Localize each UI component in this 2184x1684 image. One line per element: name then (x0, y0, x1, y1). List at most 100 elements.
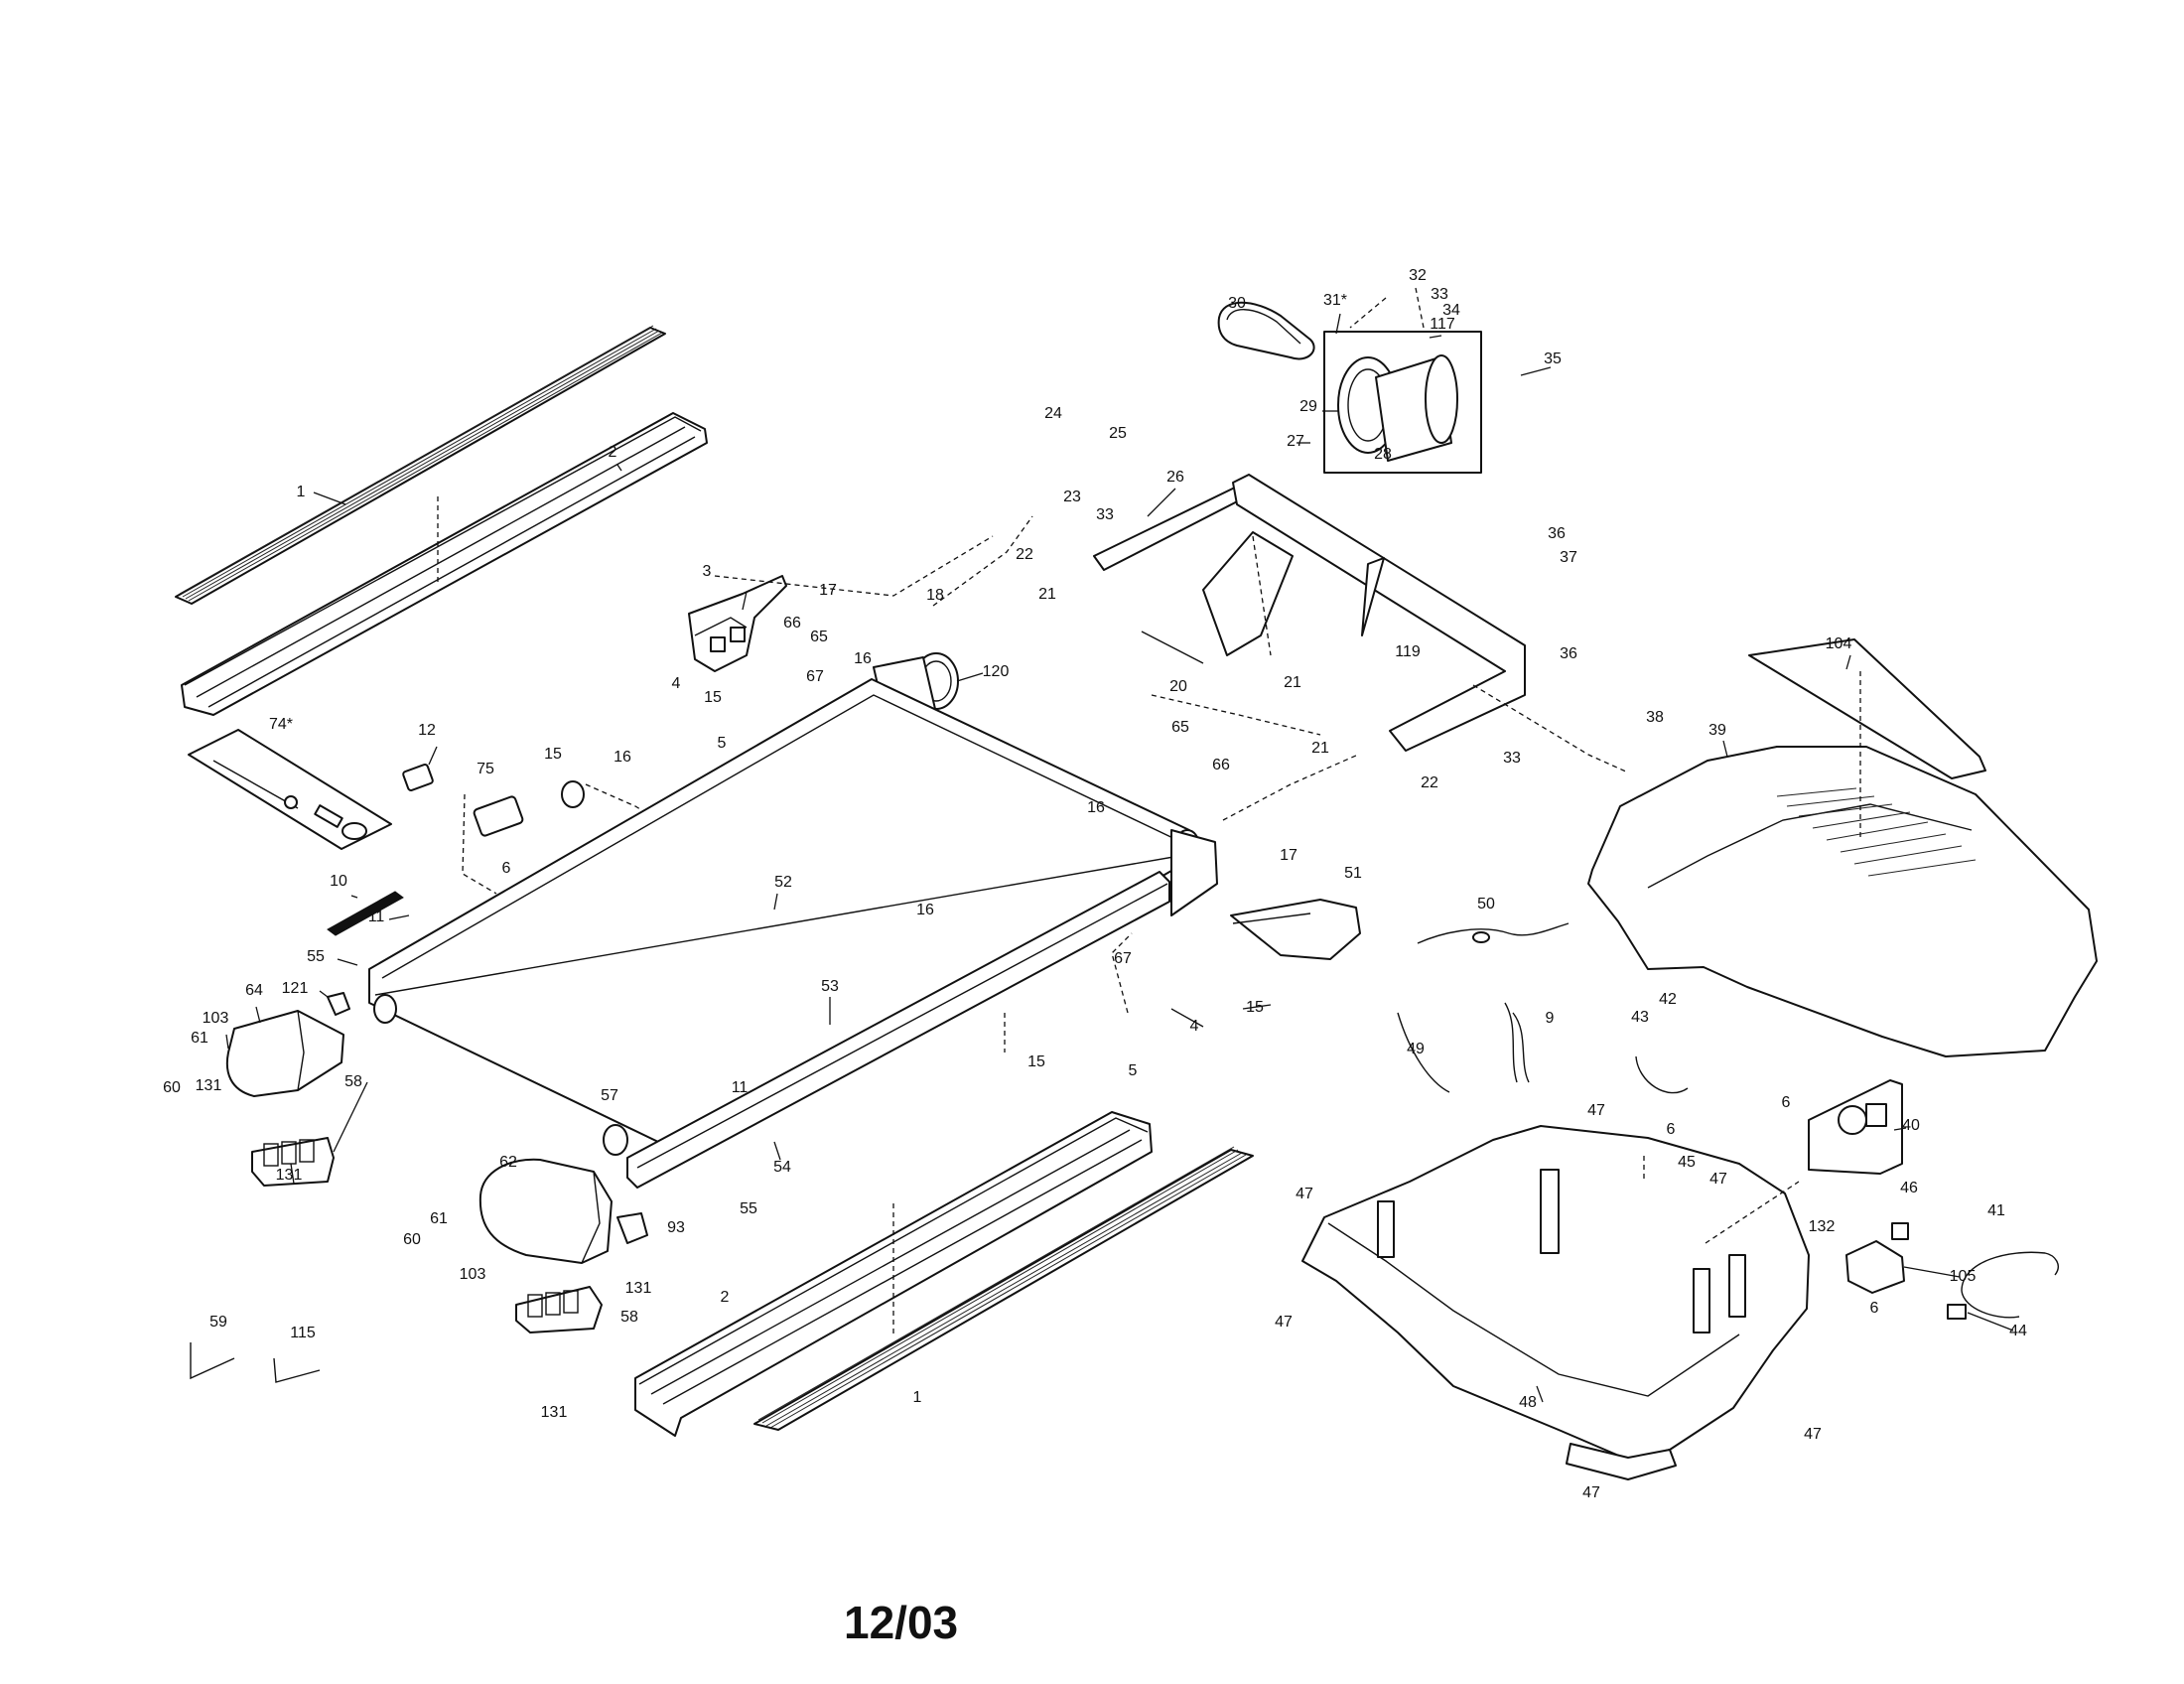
callout-c2a: 2 (609, 444, 617, 461)
callout-c47d: 47 (1275, 1314, 1293, 1331)
callout-c16d: 16 (1087, 799, 1105, 816)
callout-c27: 27 (1287, 433, 1304, 450)
part-foot-58-left (251, 1137, 335, 1187)
callout-c40: 40 (1902, 1117, 1920, 1134)
callout-c21c: 21 (1311, 740, 1329, 757)
part-circuit-board-105 (1845, 1222, 1909, 1294)
part-rear-roller-end (373, 994, 397, 1024)
callout-c131d: 131 (541, 1404, 568, 1421)
callout-c15a: 15 (544, 746, 562, 763)
callout-c21a: 21 (1038, 586, 1056, 603)
callout-c121: 121 (282, 980, 309, 997)
callout-c67a: 67 (806, 668, 824, 685)
callout-c103b: 103 (460, 1266, 486, 1283)
callout-c75: 75 (477, 761, 494, 777)
callout-c66a: 66 (783, 615, 801, 632)
callout-c62: 62 (499, 1154, 517, 1171)
callout-c33c: 33 (1503, 750, 1521, 767)
callout-c47a: 47 (1587, 1102, 1605, 1119)
callout-c119: 119 (1395, 643, 1421, 660)
part-endcap-62 (478, 1158, 648, 1264)
callout-c30: 30 (1228, 295, 1246, 312)
leader-lines (225, 313, 2014, 1403)
callout-c22a: 22 (1016, 546, 1033, 563)
callout-c31: 31* (1323, 292, 1347, 309)
callout-c15b: 15 (704, 689, 722, 706)
callout-c51: 51 (1344, 865, 1362, 882)
callout-c33a: 33 (1096, 506, 1114, 523)
callout-c15d: 15 (1027, 1053, 1045, 1070)
part-endcap-64 (225, 992, 350, 1097)
part-power-cord-41 (1947, 1251, 2059, 1320)
callout-c36a: 36 (1548, 525, 1566, 542)
callout-c132: 132 (1809, 1218, 1836, 1235)
callout-c105: 105 (1950, 1268, 1977, 1285)
callout-c16a: 16 (614, 749, 631, 766)
callout-c93: 93 (667, 1219, 685, 1236)
callout-c45: 45 (1678, 1154, 1696, 1171)
callout-c1b: 1 (913, 1389, 922, 1406)
callout-c39: 39 (1708, 722, 1726, 739)
part-side-rail-upper (181, 412, 708, 716)
callout-c16b: 16 (854, 650, 872, 667)
callout-c42: 42 (1659, 991, 1677, 1008)
part-drive-belt-30 (1217, 301, 1315, 360)
callout-c47b: 47 (1709, 1171, 1727, 1188)
callout-c17a: 17 (819, 582, 837, 599)
callout-c55b: 55 (740, 1200, 757, 1217)
callout-c25: 25 (1109, 425, 1127, 442)
callout-c74: 74* (269, 716, 293, 733)
callout-c115: 115 (290, 1325, 316, 1341)
callout-c6b: 6 (1782, 1094, 1791, 1111)
part-controller-40 (1808, 1079, 1903, 1175)
callout-c59: 59 (209, 1314, 227, 1331)
callout-c4a: 4 (672, 675, 681, 692)
callout-c65a: 65 (810, 629, 828, 645)
callout-c37: 37 (1560, 549, 1577, 566)
callout-c66b: 66 (1212, 757, 1230, 773)
callout-c61a: 61 (191, 1030, 208, 1047)
callout-c35: 35 (1544, 351, 1562, 367)
part-wire-harnesses (1397, 922, 1689, 1094)
callout-c50: 50 (1477, 896, 1495, 912)
callout-c47e: 47 (1804, 1426, 1822, 1443)
part-side-trim-lower (753, 1146, 1254, 1431)
callout-c6c: 6 (1667, 1121, 1676, 1138)
callout-c12: 12 (418, 722, 436, 739)
callout-c16c: 16 (916, 902, 934, 918)
callout-c67b: 67 (1114, 950, 1132, 967)
callout-c65b: 65 (1171, 719, 1189, 736)
callout-c55a: 55 (307, 948, 325, 965)
callout-c120: 120 (983, 663, 1010, 680)
callout-c44: 44 (2009, 1323, 2027, 1339)
callout-c22b: 22 (1421, 774, 1438, 791)
callout-c2b: 2 (721, 1289, 730, 1306)
callout-c47f: 47 (1582, 1484, 1600, 1501)
part-hood-panel-74 (188, 729, 392, 850)
callout-c48: 48 (1519, 1394, 1537, 1411)
diagram-revision-code: 12/03 (844, 1597, 958, 1648)
callout-c47c: 47 (1296, 1186, 1313, 1202)
callout-c21b: 21 (1284, 674, 1301, 691)
callout-c49: 49 (1407, 1041, 1425, 1057)
callout-c117: 117 (1430, 316, 1455, 333)
callout-c38: 38 (1646, 709, 1664, 726)
callout-c41: 41 (1987, 1202, 2005, 1219)
part-side-trim-upper (175, 325, 666, 605)
callout-c58b: 58 (620, 1309, 638, 1326)
part-upright-frame-26 (1093, 474, 1526, 752)
callout-c54: 54 (773, 1159, 791, 1176)
callout-c6a: 6 (502, 860, 511, 877)
callout-c57: 57 (601, 1087, 618, 1104)
callout-c104: 104 (1826, 635, 1852, 652)
callout-c131c: 131 (625, 1280, 652, 1297)
callout-c26: 26 (1166, 469, 1184, 486)
callout-c18: 18 (926, 587, 944, 604)
callout-c32: 32 (1409, 267, 1427, 284)
callout-c3: 3 (703, 563, 712, 580)
callout-c43: 43 (1631, 1009, 1649, 1026)
callout-c60b: 60 (403, 1231, 421, 1248)
callout-c64: 64 (245, 982, 263, 999)
